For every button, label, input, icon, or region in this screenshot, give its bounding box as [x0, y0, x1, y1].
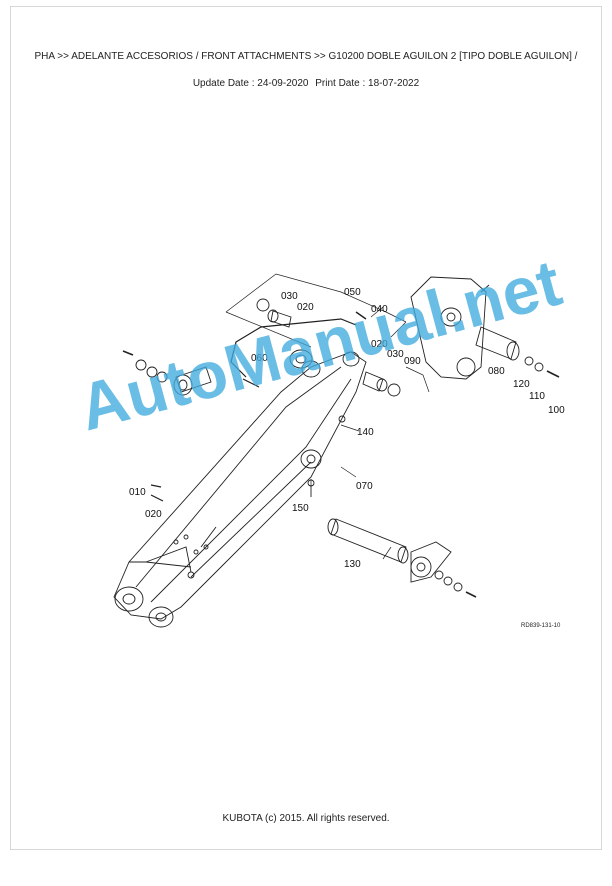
part-label: 020 — [145, 509, 162, 520]
part-label: 100 — [548, 405, 565, 416]
parts-diagram: 030 020 050 040 060 020 030 090 080 120 … — [113, 273, 565, 629]
part-label: 110 — [529, 391, 545, 402]
boom-body — [113, 351, 367, 620]
mid-boss — [300, 449, 322, 469]
boom-top-boss — [289, 349, 313, 369]
grease-hose — [230, 318, 357, 378]
part-label: 070 — [356, 481, 373, 492]
part-label: 020 — [371, 339, 388, 350]
part-label: 060 — [251, 353, 268, 364]
part-label: 030 — [387, 349, 404, 360]
document-page: PHA >> ADELANTE ACCESORIOS / FRONT ATTAC… — [10, 6, 602, 850]
drawing-reference-code: RD839-131-10 — [521, 623, 561, 629]
part-label: 030 — [281, 291, 298, 302]
breadcrumb: PHA >> ADELANTE ACCESORIOS / FRONT ATTAC… — [34, 51, 578, 62]
part-label: 120 — [513, 379, 530, 390]
update-date: Update Date : 24-09-2020 — [192, 78, 309, 89]
part-label: 040 — [371, 304, 388, 315]
right-bracket — [410, 276, 487, 380]
part-label: 010 — [129, 487, 146, 498]
lower-pin — [330, 518, 407, 563]
part-label: 090 — [404, 356, 421, 367]
boom-end-boss-left — [114, 586, 144, 612]
part-label: 130 — [344, 559, 361, 570]
part-label: 150 — [292, 503, 309, 514]
print-date: Print Date : 18-07-2022 — [315, 78, 420, 89]
date-line: Update Date : 24-09-2020 Print Date : 18… — [11, 78, 601, 89]
part-label: 140 — [357, 427, 374, 438]
part-number-labels: 030 020 050 040 060 020 030 090 080 120 … — [129, 287, 565, 629]
copyright-footer: KUBOTA (c) 2015. All rights reserved. — [222, 813, 390, 824]
part-label: 080 — [488, 366, 505, 377]
part-label: 050 — [344, 287, 361, 298]
part-label: 020 — [297, 302, 314, 313]
boom-end-boss-right — [148, 606, 174, 628]
